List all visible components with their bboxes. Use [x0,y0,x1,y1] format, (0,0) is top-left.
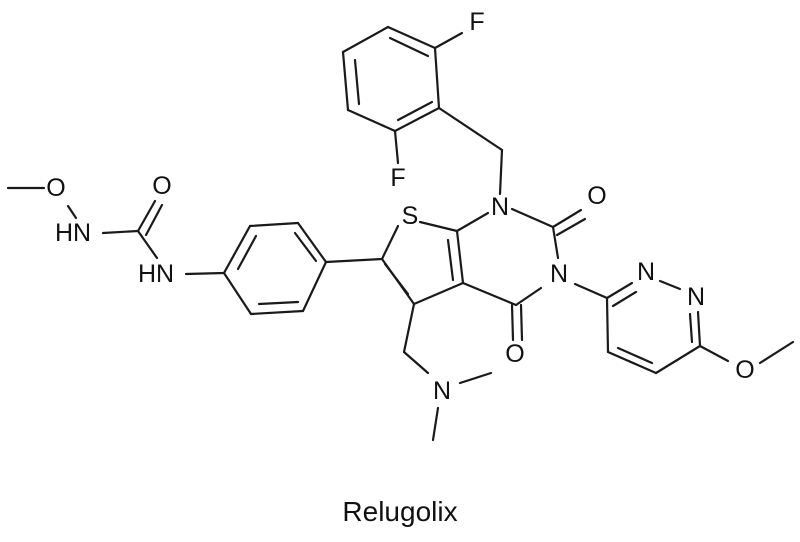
atom-nh-urea-2: HN [138,260,174,288]
atom-o-c4-carbonyl: O [505,340,524,368]
atom-nh-urea-1: HN [55,219,91,247]
atom-o-methoxy-pyridazine: O [735,356,754,384]
atom-n3-pyrimidine: N [550,260,568,288]
atom-s-thiophene: S [402,202,419,230]
atom-n-pyridazine-b: N [687,283,705,311]
atom-f-top: F [469,8,484,36]
atom-labels: O HN O HN S F F N O N O N N O N [46,8,754,405]
atom-n1-pyrimidine: N [491,193,509,221]
atom-o-c2-carbonyl: O [587,182,606,210]
atom-o-urea-carbonyl: O [152,172,171,200]
compound-name-caption: Relugolix [342,496,458,527]
bonds [6,25,795,442]
atom-n-pyridazine-a: N [637,258,655,286]
atom-n-dimethylamino: N [433,377,451,405]
atom-o-methoxy-urea: O [46,174,65,202]
atom-f-bottom: F [390,164,405,192]
